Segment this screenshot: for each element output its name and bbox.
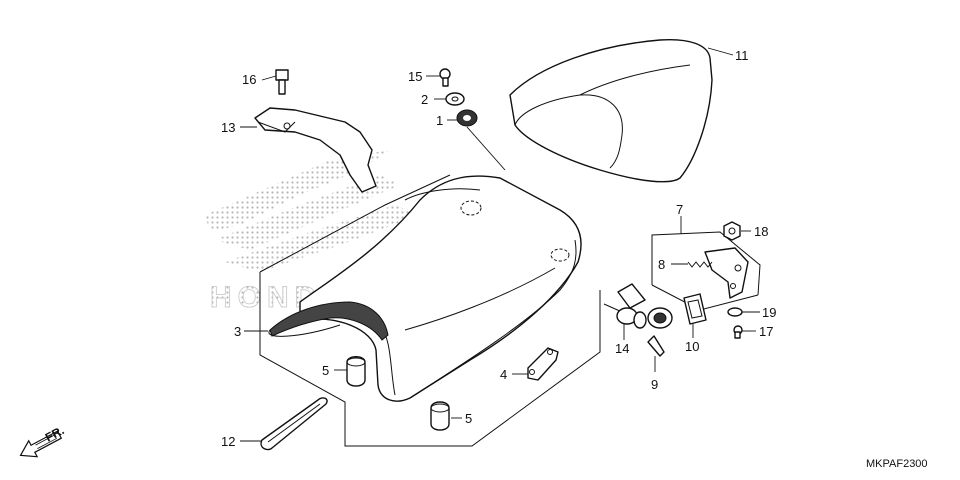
callout-13: 13 xyxy=(221,120,235,135)
callout-19: 19 xyxy=(762,305,776,320)
front-arrow-icon xyxy=(19,430,63,458)
callout-1: 1 xyxy=(436,113,443,128)
nut-18 xyxy=(723,221,741,241)
main-seat xyxy=(268,175,582,402)
callout-labels: 11 15 2 1 16 13 3 5 5 4 12 7 8 18 19 17 … xyxy=(221,48,776,449)
callout-3: 3 xyxy=(234,324,241,339)
latch-spring xyxy=(687,261,713,268)
bolt-16 xyxy=(275,69,289,95)
diagram-code: MKPAF2300 xyxy=(866,458,928,470)
callout-17: 17 xyxy=(759,324,773,339)
washer-19 xyxy=(727,307,743,317)
leader-lines xyxy=(240,47,760,442)
callout-11: 14 xyxy=(615,341,629,356)
callout-16: 16 xyxy=(242,72,256,87)
callout-10: 10 xyxy=(685,339,699,354)
callout-14: 12 xyxy=(221,434,235,449)
key-cylinder xyxy=(603,283,673,329)
callout-15: 15 xyxy=(408,69,422,84)
cushion-5-lower xyxy=(430,401,450,431)
callout-18: 18 xyxy=(754,224,768,239)
callout-2: 2 xyxy=(421,92,428,107)
callout-8: 8 xyxy=(658,257,665,272)
lock-gasket xyxy=(683,293,707,325)
bolt-15 xyxy=(439,68,451,87)
bolt-17 xyxy=(733,325,743,339)
lock-clip xyxy=(647,335,665,357)
seat-latch xyxy=(704,247,749,299)
callout-5-lower: 5 xyxy=(465,411,472,426)
callout-9: 9 xyxy=(651,377,658,392)
cushion-5-upper xyxy=(346,356,366,387)
callout-7: 7 xyxy=(676,202,683,217)
callout-4: 4 xyxy=(500,367,507,382)
seat-bracket xyxy=(254,107,377,193)
pillion-seat xyxy=(509,38,713,183)
callout-5-upper: 5 xyxy=(322,363,329,378)
callout-12: 11 xyxy=(735,48,749,63)
front-direction-indicator: FR. xyxy=(19,423,66,458)
bracket-4 xyxy=(527,347,559,381)
seat-strap xyxy=(260,397,328,451)
washer-2 xyxy=(445,92,465,106)
grommet-1 xyxy=(456,109,506,171)
